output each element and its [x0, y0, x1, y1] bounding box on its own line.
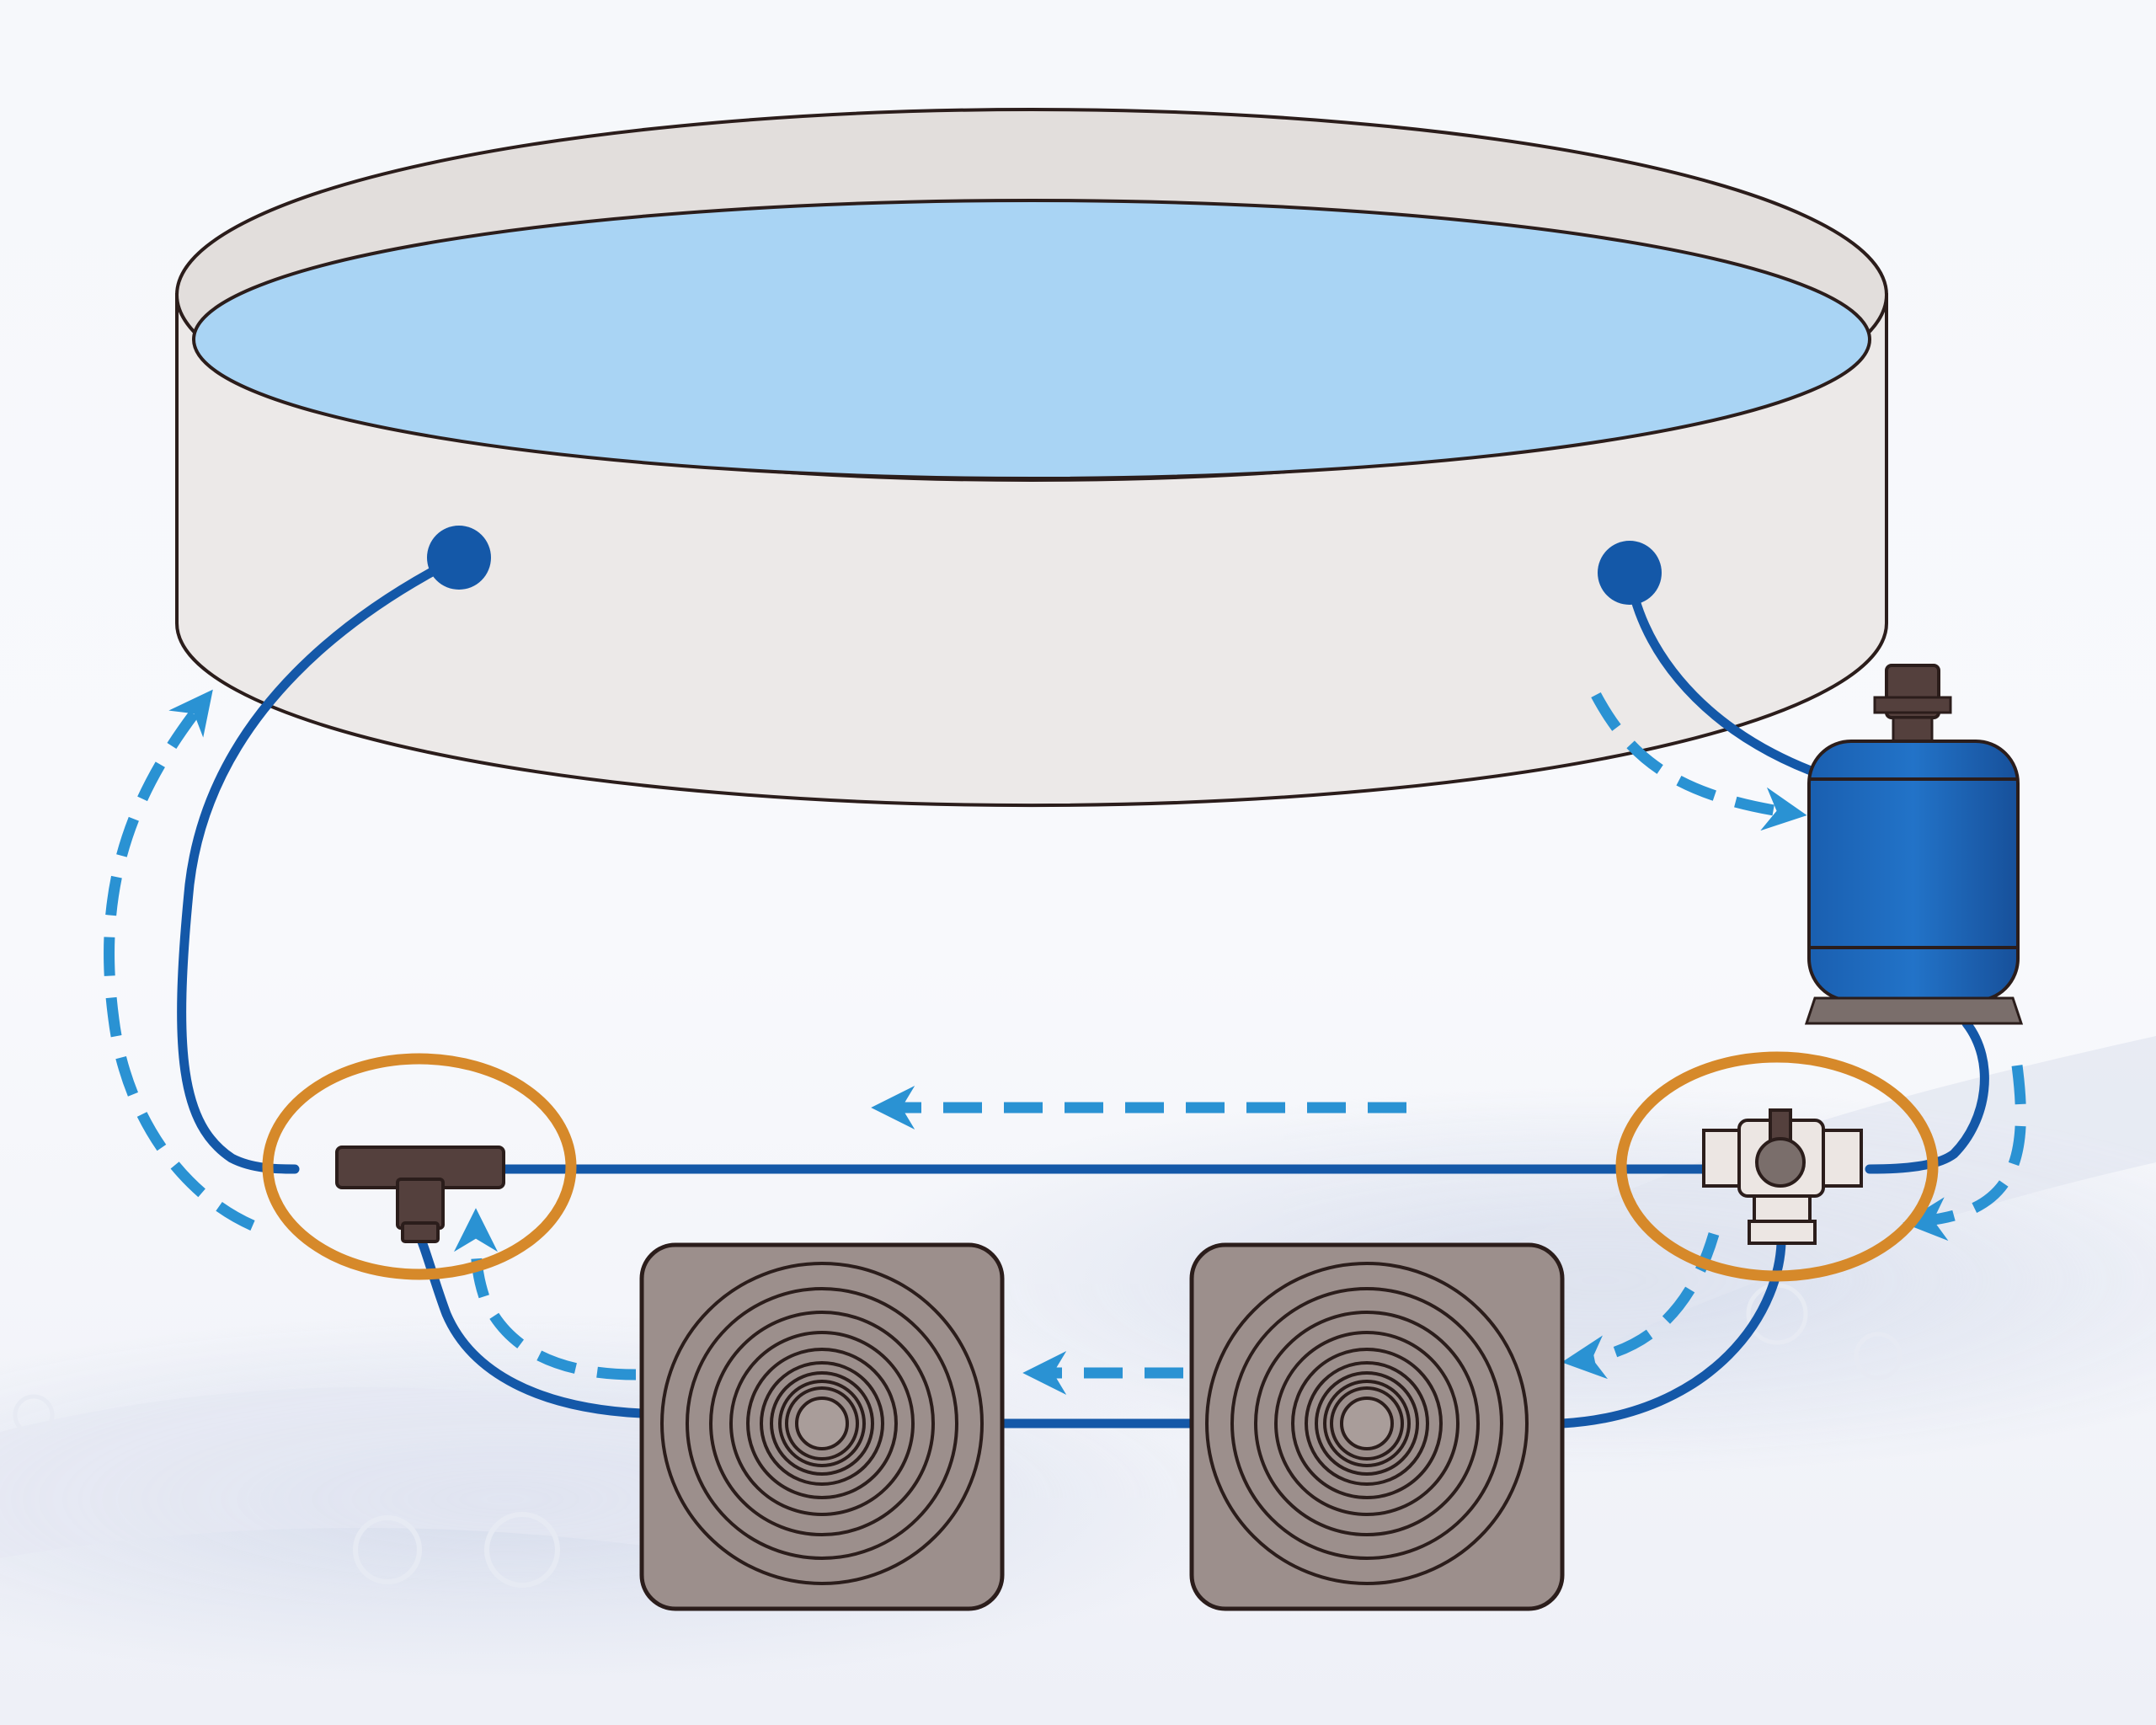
- pipes: [177, 553, 1989, 1429]
- solar-heater-2: [1189, 1242, 1565, 1611]
- flow-arrow-return-left: [104, 689, 255, 1231]
- pool-water: [192, 199, 1871, 480]
- pool: [175, 108, 1888, 808]
- filter-base: [1804, 996, 2024, 1025]
- valve-highlight-ring: [1615, 1051, 1939, 1282]
- pool-outlet-dot: [427, 526, 491, 590]
- pipe-valve-to-heater-2: [1557, 1225, 1786, 1429]
- flow-arrow-to-filter: [1591, 692, 1807, 831]
- solar-heater-1: [639, 1242, 1005, 1611]
- pool-inlet-dot: [1598, 541, 1662, 605]
- flow-arrow-filter-to-valve: [1903, 1065, 2026, 1242]
- pipe-heater-1-to-tee: [412, 1225, 647, 1418]
- pipe-filter-to-valve: [1865, 1018, 1989, 1174]
- tee-highlight-ring: [262, 1053, 577, 1280]
- tee-connector: [335, 1146, 505, 1243]
- three-way-valve: [1702, 1108, 1863, 1245]
- pipe-tee-to-pool-outlet: [177, 553, 464, 1174]
- sand-filter: [1804, 664, 2024, 1025]
